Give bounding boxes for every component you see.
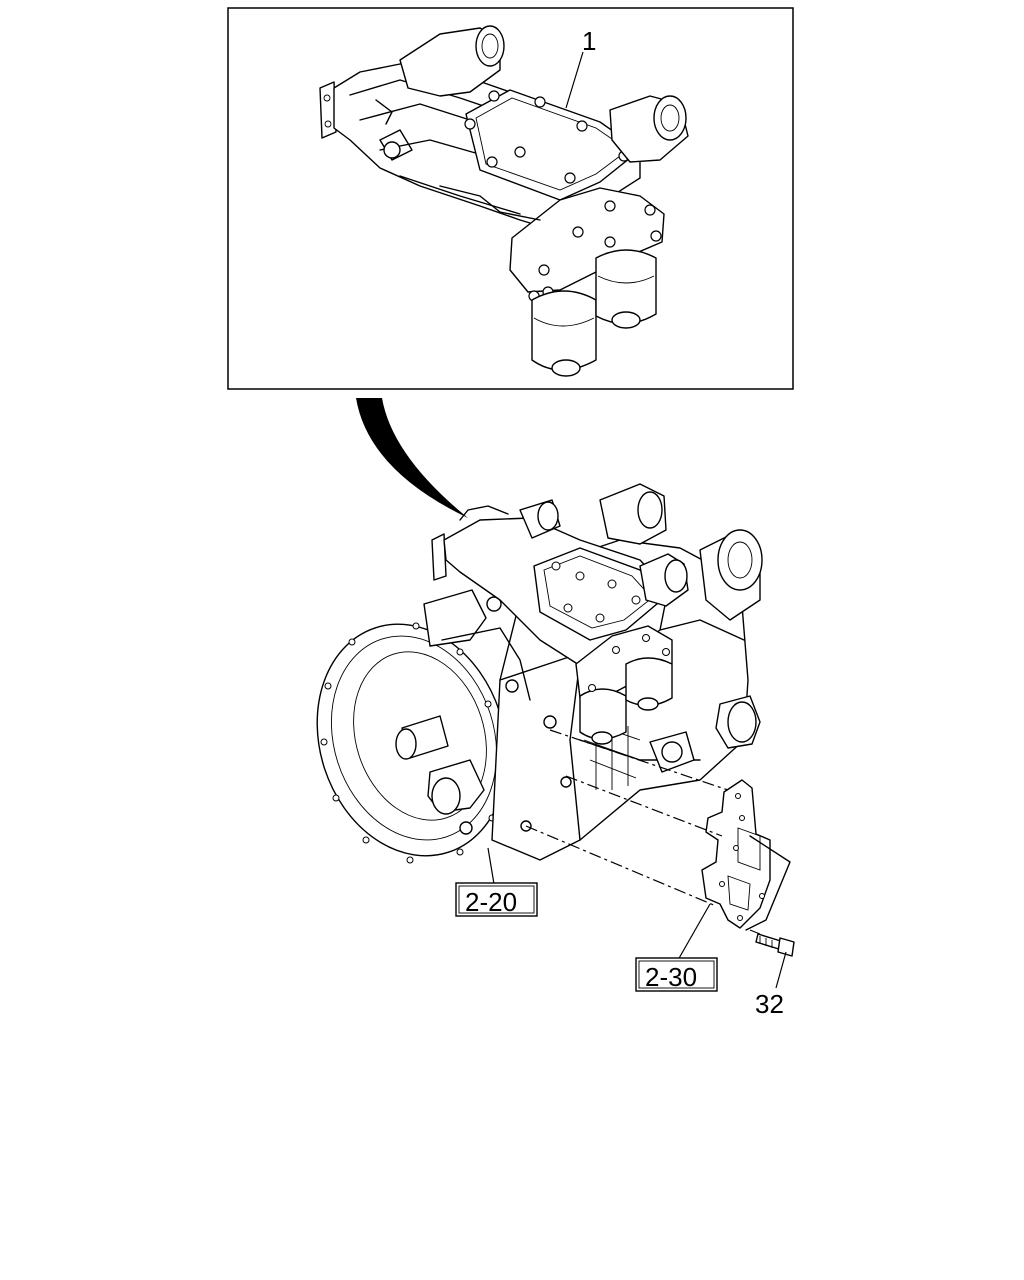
bolt-32 [755,933,795,957]
leader-line-item-1 [565,51,584,109]
detail-arrow [356,398,468,518]
callout-item-1: 1 [582,26,596,56]
callout-item-32: 32 [755,989,784,1019]
reference-box-2-30 [635,957,718,992]
reference-box-2-30-inner [638,960,715,989]
shift-unit-drawing [319,25,689,377]
leader-line-2-20 [487,847,495,885]
detail-inset: 1 [227,7,794,390]
reference-2-30: 2-30 [635,903,718,992]
mounting-bracket [701,779,791,931]
reference-2-20: 2-20 [455,847,538,917]
leader-line-2-30 [677,903,711,961]
reference-label-2-20: 2-20 [465,887,517,917]
callout-32: 32 [755,951,787,1019]
leader-line-item-32 [775,951,787,989]
assembly-lines [525,729,761,935]
transmission-drawing [316,483,763,864]
reference-label-2-30: 2-30 [645,962,697,992]
reference-box-2-20 [455,882,538,917]
reference-box-2-20-inner [458,885,535,914]
